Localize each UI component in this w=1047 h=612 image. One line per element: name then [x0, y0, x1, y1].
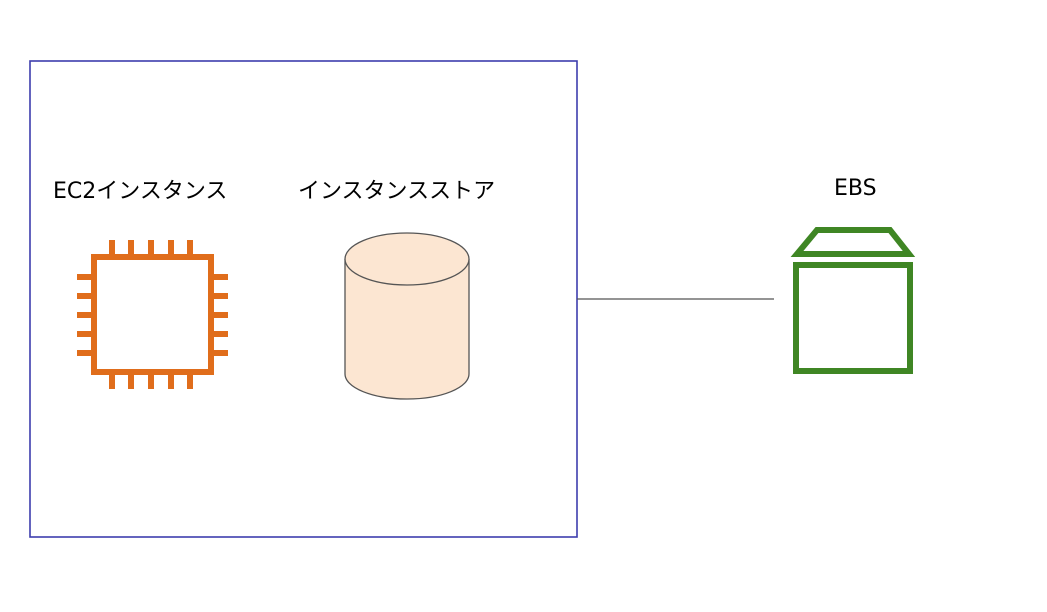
instance-store-label: インスタンスストア	[298, 179, 495, 204]
ebs-label: EBS	[834, 176, 877, 201]
cylinder-icon[interactable]	[344, 232, 470, 400]
instance-container[interactable]	[29, 60, 578, 538]
ec2-label: EC2インスタンス	[53, 179, 227, 204]
chip-icon[interactable]	[77, 240, 228, 389]
box-icon[interactable]	[790, 227, 916, 374]
